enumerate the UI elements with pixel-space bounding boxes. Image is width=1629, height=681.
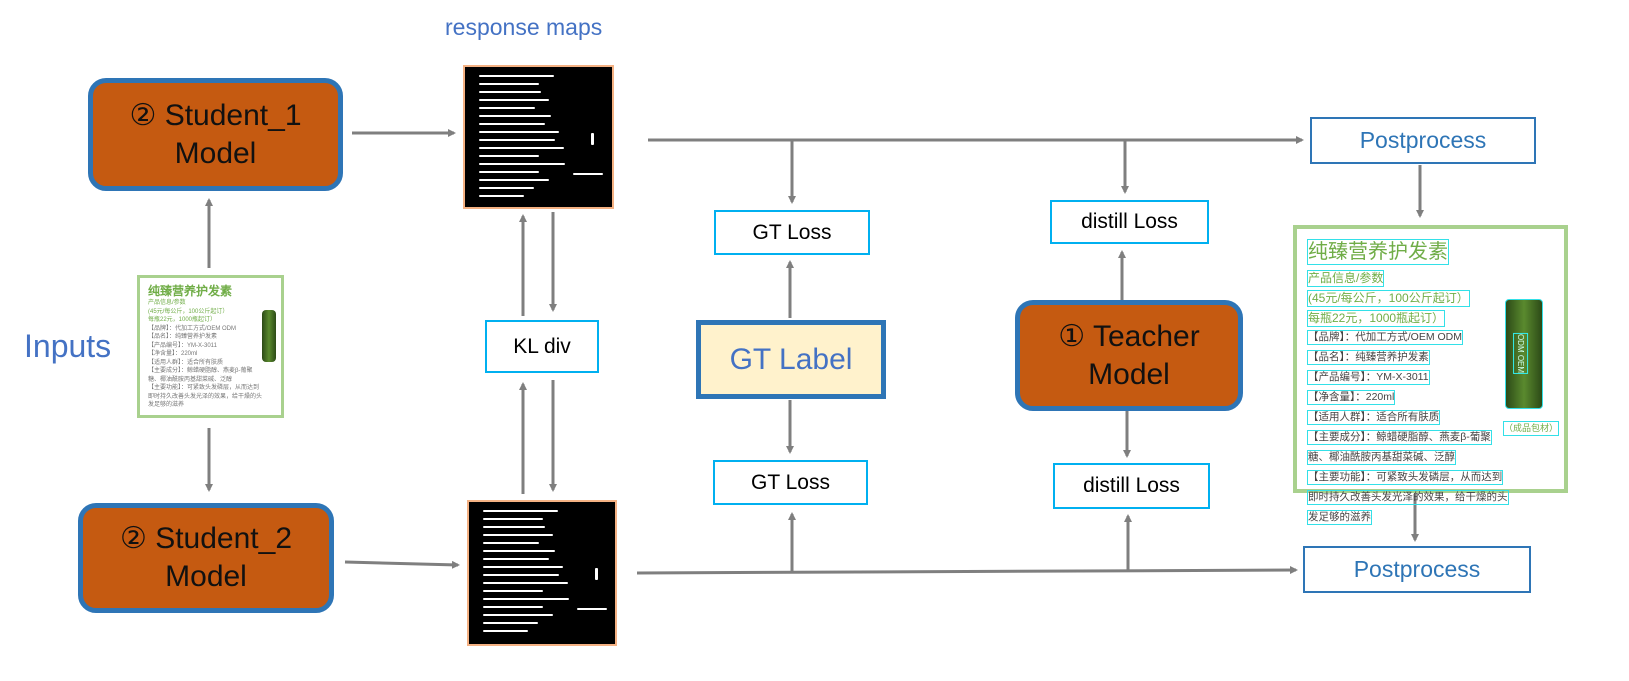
input-price1: (45元/每公斤，100公斤起订） (148, 308, 229, 315)
input-image: 纯臻营养护发素 产品信息/参数 (45元/每公斤，100公斤起订） 每瓶22元，… (137, 275, 284, 418)
text-region-stroke (479, 179, 549, 181)
input-title: 纯臻营养护发素 (148, 284, 233, 298)
detected-text-line: 【产品编号】：YM-X-3011 (1307, 370, 1430, 385)
text-region-stroke (483, 542, 539, 544)
kl-div-box: KL div (485, 320, 599, 373)
student2-subtitle: Model (165, 560, 247, 593)
text-region-stroke (479, 107, 535, 109)
distill-loss-bottom: distill Loss (1053, 463, 1210, 509)
input-line: 【主要成分】：鲸蜡硬脂醇、燕麦β-葡聚 (148, 368, 253, 374)
input-line: 【净含量】：220ml (148, 351, 198, 357)
text-region-stroke (479, 171, 539, 173)
bottle-region-stroke (591, 133, 594, 145)
teacher-title: ① Teacher (1058, 319, 1200, 353)
output-tag: （成品包材） (1503, 421, 1560, 436)
text-region-stroke (479, 195, 524, 197)
gt-loss-top: GT Loss (714, 210, 870, 255)
detected-text-line: 【主要功能】：可紧致头发磷层，从而达到 (1307, 470, 1504, 485)
text-region-stroke (483, 574, 559, 576)
bottle-icon: ODM OEM (1505, 299, 1543, 409)
text-region-stroke (479, 163, 565, 165)
text-region-stroke (483, 582, 568, 584)
text-region-stroke (479, 99, 549, 101)
input-lines: 【品牌】：代加工方式/OEM ODM 【品名】：纯臻营养护发素【产品编号】：YM-… (148, 325, 273, 410)
student1-subtitle: Model (174, 136, 257, 170)
text-region-stroke (483, 598, 569, 600)
detected-text-line: 【适用人群】：适合所有肤质 (1307, 410, 1441, 425)
input-line: 即时持久改善头发光泽的效果，给干燥的头 (148, 393, 263, 400)
output-title: 纯臻营养护发素 (1307, 239, 1449, 265)
input-line: 【品名】：纯臻营养护发素 (148, 334, 218, 340)
text-region-stroke (483, 518, 543, 520)
detected-text-line: 【净含量】：220ml (1307, 390, 1396, 405)
input-line: 【品牌】：代加工方式/OEM ODM (148, 325, 236, 332)
inputs-label: Inputs (24, 328, 112, 364)
input-line: 【产品编号】：YM-X-3011 (148, 342, 217, 349)
bottle-region-stroke (595, 568, 598, 580)
response-maps-label: response maps (445, 14, 603, 40)
text-region-stroke (479, 147, 564, 149)
input-line: 【主要功能】：可紧致头发磷层，从而达到 (148, 385, 260, 391)
output-subtitle: 产品信息/参数 (1307, 270, 1385, 287)
input-line: 发足够的滋养 (148, 402, 185, 408)
text-region-stroke (479, 115, 551, 117)
tag-region-stroke (577, 608, 607, 610)
output-price1: (45元/每公斤，100公斤起订） (1307, 290, 1470, 307)
gt-label-box: GT Label (696, 320, 886, 399)
gt-loss-bottom: GT Loss (713, 460, 868, 505)
text-region-stroke (483, 590, 543, 592)
response-map-1 (463, 65, 614, 209)
response-map-2 (467, 500, 617, 646)
output-image: 纯臻营养护发素 产品信息/参数 (45元/每公斤，100公斤起订） 每瓶22元，… (1293, 225, 1568, 525)
detected-text-line: 发足够的滋养 (1307, 510, 1372, 525)
output-price2: 每瓶22元，1000瓶起订） (1307, 310, 1446, 327)
text-region-stroke (483, 550, 555, 552)
text-region-stroke (483, 614, 553, 616)
bottle-icon (262, 310, 276, 362)
text-region-stroke (483, 510, 558, 512)
tag-region-stroke (573, 173, 603, 175)
student2-title: ② Student_2 (119, 522, 293, 555)
input-line: 糖、椰油酰胺丙基甜菜碱、泛醇 (148, 376, 233, 383)
detected-text-line: 即时持久改善头发光泽的效果，给干燥的头 (1307, 490, 1509, 505)
bottle-label: ODM OEM (1513, 332, 1529, 375)
text-region-stroke (483, 526, 545, 528)
text-region-stroke (479, 75, 554, 77)
text-region-stroke (483, 566, 563, 568)
text-region-stroke (483, 534, 553, 536)
input-subtitle: 产品信息/参数 (148, 300, 186, 306)
output-lines: 【品牌】：代加工方式/OEM ODM 【品名】：纯臻营养护发素【产品编号】：YM-… (1307, 330, 1554, 525)
text-region-stroke (483, 558, 549, 560)
student1-title: ② Student_1 (129, 98, 302, 132)
detected-text-line: 【品牌】：代加工方式/OEM ODM (1307, 330, 1463, 345)
detected-text-line: 糖、椰油酰胺丙基甜菜碱、泛醇 (1307, 450, 1456, 465)
text-region-stroke (483, 606, 543, 608)
arrow-map2-to-postprocess (636, 566, 1298, 575)
text-region-stroke (483, 630, 528, 632)
teacher-subtitle: Model (1088, 357, 1170, 391)
input-line: 【适用人群】：适合所有肤质 (148, 359, 224, 366)
detected-text-line: 【主要成分】：鲸蜡硬脂醇、燕麦β-葡聚 (1307, 430, 1492, 445)
postprocess-bottom: Postprocess (1303, 546, 1531, 593)
text-region-stroke (479, 91, 541, 93)
postprocess-top: Postprocess (1310, 117, 1536, 164)
distill-loss-top: distill Loss (1050, 200, 1209, 244)
text-region-stroke (479, 83, 539, 85)
arrow-student2-to-map2 (344, 560, 460, 569)
text-region-stroke (483, 622, 538, 624)
input-price2: 每瓶22元，1000瓶起订） (148, 317, 217, 323)
text-region-stroke (479, 123, 545, 125)
detected-text-line: 【品名】：纯臻营养护发素 (1307, 350, 1430, 365)
text-region-stroke (479, 139, 555, 141)
text-region-stroke (479, 187, 534, 189)
text-region-stroke (479, 131, 559, 133)
text-region-stroke (479, 155, 539, 157)
